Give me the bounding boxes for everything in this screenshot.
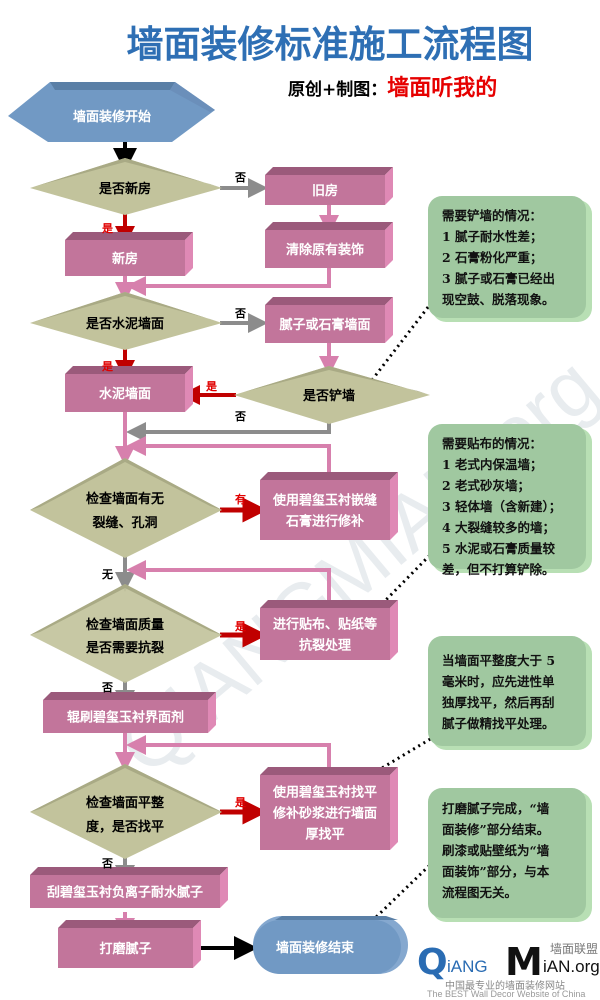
- decision-cracks: 检查墙面有无 裂缝、孔洞: [30, 458, 222, 558]
- label-no-2: 否: [234, 307, 246, 320]
- decision-new-house-label: 是否新房: [98, 181, 151, 197]
- credit-author: 墙面听我的: [387, 75, 498, 101]
- arrow-no-shovel: [126, 422, 331, 442]
- callout-shovel: [370, 301, 434, 381]
- decision-quality: 检查墙面质量 是否需要抗裂: [30, 584, 222, 683]
- decision-cracks-label-1: 检查墙面有无: [86, 491, 164, 507]
- box-sand-label-1: 打磨腻子: [99, 941, 151, 957]
- decision-shovel-label: 是否铲墙: [302, 388, 355, 404]
- logo-m: M: [505, 940, 543, 984]
- edge-labels: 否 是 否 是 是 否 有 无 是 否 是 否: [101, 171, 247, 870]
- logo-ian: iAN.org: [543, 957, 600, 976]
- label-no-3: 否: [234, 410, 246, 423]
- note-box-2: [428, 424, 592, 573]
- decision-cement: 是否水泥墙面: [30, 292, 222, 350]
- arrow-fill-to-loop: [126, 436, 331, 480]
- site-logo[interactable]: Q iANG M iAN.org 墙面联盟 中国最专业的墙面装修网站 The B…: [415, 940, 600, 1000]
- box-clear-decor-label-1: 清除原有装饰: [286, 242, 364, 258]
- end-label: 墙面装修结束: [276, 940, 355, 956]
- box-new-house: 新房: [65, 232, 193, 276]
- label-no-5: 否: [101, 857, 113, 870]
- box-primer-label-1: 辊刷碧玺玉衬界面剂: [67, 710, 184, 726]
- logo-tagline-en: The BEST Wall Decor Website of China: [427, 989, 586, 999]
- note-box-4: [428, 788, 592, 922]
- box-level-label-1: 使用碧玺玉衬找平: [272, 785, 377, 801]
- callout-anticrack: [376, 551, 434, 610]
- arrow-clear-to-cement-decision: [126, 268, 331, 296]
- arrow-level-loop: [126, 735, 331, 775]
- credit: 原创+制图：墙面听我的: [288, 70, 497, 102]
- decision-quality-label-2: 是否需要抗裂: [85, 640, 165, 656]
- logo-cn-name: 墙面联盟: [550, 942, 599, 956]
- decision-shovel: 是否铲墙: [234, 366, 430, 424]
- box-old-house-label-1: 旧房: [312, 183, 338, 199]
- decision-cement-label: 是否水泥墙面: [85, 316, 164, 332]
- box-fill-cracks-label-1: 使用碧玺玉衬嵌缝: [272, 493, 377, 509]
- box-putty-label-1: 刮碧玺玉衬负离子耐水腻子: [47, 885, 203, 901]
- box-putty-gypsum-label-1: 腻子或石膏墙面: [279, 317, 370, 333]
- label-yes-3: 是: [205, 380, 218, 393]
- note-anticrack: 需要贴布的情况： 1 老式内保温墙； 2 老式砂灰墙； 3 轻体墙（含新建）； …: [442, 436, 562, 577]
- note-end: 打磨腻子完成，“墙 面装修”部分结束。 刷漆或贴壁纸为“墙 面装饰”部分，与本 …: [442, 801, 550, 900]
- box-sand: 打磨腻子: [58, 920, 201, 968]
- box-anti-crack-label-1: 进行贴布、贴纸等: [273, 617, 377, 633]
- box-level-label-3: 厚找平: [305, 827, 344, 843]
- end-node: 墙面装修结束: [253, 916, 408, 974]
- box-new-house-label-1: 新房: [112, 251, 138, 267]
- label-yes-5: 是: [234, 796, 247, 809]
- start-label: 墙面装修开始: [73, 109, 151, 125]
- notes-shapes: [428, 196, 592, 922]
- label-has: 有: [235, 492, 246, 506]
- decision-flat-label-1: 检查墙面平整: [86, 795, 165, 811]
- arrow-anticrack-loop: [126, 560, 331, 608]
- box-clear-decor: 清除原有装饰: [265, 222, 393, 268]
- logo-tagline-cn: 中国最专业的墙面装修网站: [445, 981, 565, 992]
- note-shovel: 需要铲墙的情况： 1 腻子耐水性差； 2 石膏粉化严重； 3 腻子或石膏已经出 …: [442, 208, 556, 307]
- logo-q: Q: [417, 942, 448, 983]
- box-anti-crack-label-2: 抗裂处理: [299, 638, 351, 654]
- label-yes-4: 是: [234, 620, 247, 633]
- label-none: 无: [101, 568, 113, 581]
- label-yes-2: 是: [101, 360, 114, 373]
- label-no-4: 否: [101, 681, 113, 694]
- box-primer: 辊刷碧玺玉衬界面剂: [43, 692, 216, 733]
- start-node: 墙面装修开始: [8, 82, 215, 142]
- note-box-1: [428, 196, 592, 322]
- page-title: 墙面装修标准施工流程图: [126, 22, 534, 66]
- box-cement-wall: 水泥墙面: [65, 366, 193, 412]
- logo-iang: iANG: [447, 957, 488, 976]
- decision-flat-label-2: 度，是否找平: [86, 819, 164, 835]
- decision-quality-label-1: 检查墙面质量: [86, 617, 164, 633]
- box-putty-gypsum: 腻子或石膏墙面: [265, 297, 393, 343]
- decision-cracks-label-2: 裂缝、孔洞: [91, 515, 157, 531]
- callout-end: [370, 861, 434, 923]
- box-level-label-2: 修补砂浆进行墙面: [272, 806, 377, 822]
- box-fill-cracks-label-2: 石膏进行修补: [285, 514, 364, 530]
- decision-flatness: 检查墙面平整 度，是否找平: [30, 764, 222, 859]
- note-box-3: [428, 636, 592, 750]
- box-old-house: 旧房: [265, 167, 393, 205]
- label-yes-1: 是: [101, 222, 114, 235]
- label-no-1: 否: [234, 171, 246, 184]
- note-leveling: 当墙面平整度大于 5 毫米时，应先进性单 独厚找平，然后再刮 腻子做精找平处理。: [442, 653, 556, 731]
- box-cement-wall-label-1: 水泥墙面: [99, 386, 151, 402]
- box-putty: 刮碧玺玉衬负离子耐水腻子: [30, 867, 228, 908]
- decision-new-house: 是否新房: [30, 158, 222, 215]
- credit-label: 原创+制图：: [288, 80, 388, 100]
